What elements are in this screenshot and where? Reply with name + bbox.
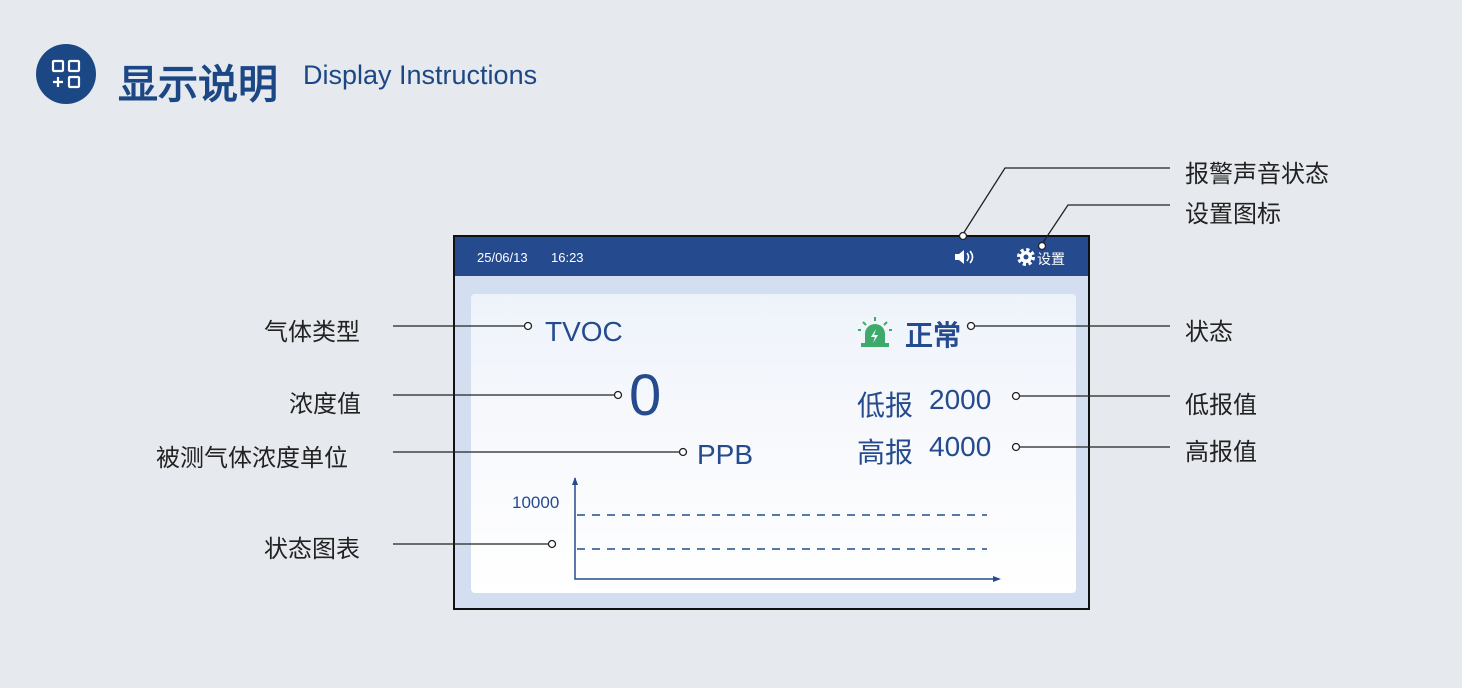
- date: 25/06/13: [477, 250, 528, 265]
- high-alarm-label: 高报: [857, 437, 914, 468]
- status-bar: 25/06/13 16:23 设置: [455, 237, 1088, 276]
- gear-icon[interactable]: [1015, 246, 1037, 273]
- low-alarm-value: 2000: [929, 384, 992, 415]
- device-screen: 25/06/13 16:23 设置 TVOC 0 PPB 正常 低报 2000 …: [453, 235, 1090, 610]
- high-alarm-value: 4000: [929, 431, 992, 462]
- unit: PPB: [697, 439, 754, 470]
- alarm-light-icon: [857, 316, 893, 353]
- callout-status: 状态: [1185, 319, 1233, 346]
- callout-high-alarm: 高报值: [1185, 439, 1257, 466]
- callout-unit: 被测气体浓度单位: [156, 445, 348, 472]
- time: 16:23: [551, 250, 584, 265]
- status-text: 正常: [905, 320, 962, 351]
- speaker-icon[interactable]: [953, 247, 975, 272]
- main-card: TVOC 0 PPB 正常 低报 2000 高报 4000 10000: [471, 294, 1076, 593]
- low-alarm-label: 低报: [857, 390, 914, 421]
- callout-chart: 状态图表: [264, 536, 360, 563]
- status-chart: [572, 477, 1001, 582]
- gas-type: TVOC: [545, 316, 623, 347]
- page-title: 显示说明: [118, 63, 278, 107]
- chart-max-label: 10000: [512, 493, 560, 512]
- callout-alarm-sound: 报警声音状态: [1185, 161, 1329, 188]
- concentration-value: 0: [629, 363, 662, 428]
- callout-gas-type: 气体类型: [264, 319, 360, 346]
- page-subtitle: Display Instructions: [303, 60, 538, 90]
- apps-icon: [36, 44, 96, 104]
- callout-concentration: 浓度值: [289, 391, 361, 418]
- settings-button[interactable]: 设置: [1037, 251, 1065, 267]
- callout-low-alarm: 低报值: [1185, 392, 1257, 419]
- callout-settings-icon: 设置图标: [1185, 201, 1281, 228]
